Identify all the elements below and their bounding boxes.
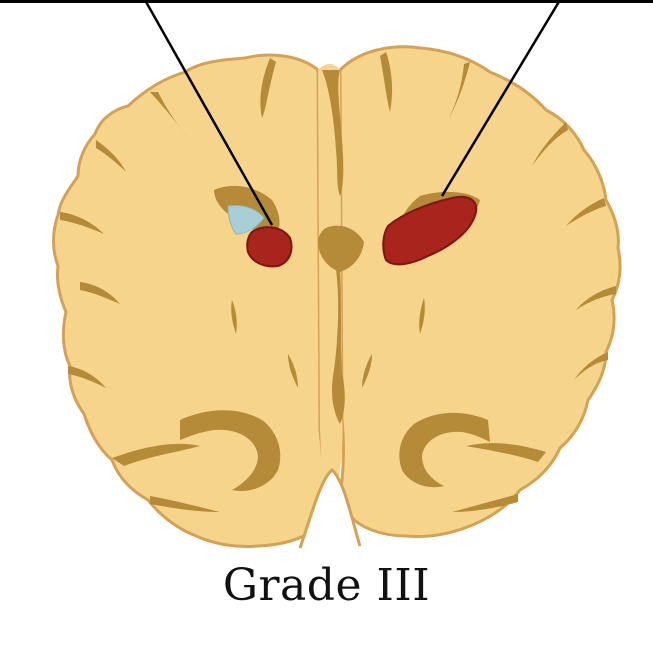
left-intraventricular-hemorrhage	[247, 227, 291, 266]
brain-left-hemisphere	[54, 55, 327, 546]
brain-right-hemisphere	[340, 47, 620, 537]
diagram-caption: Grade III	[0, 560, 653, 611]
